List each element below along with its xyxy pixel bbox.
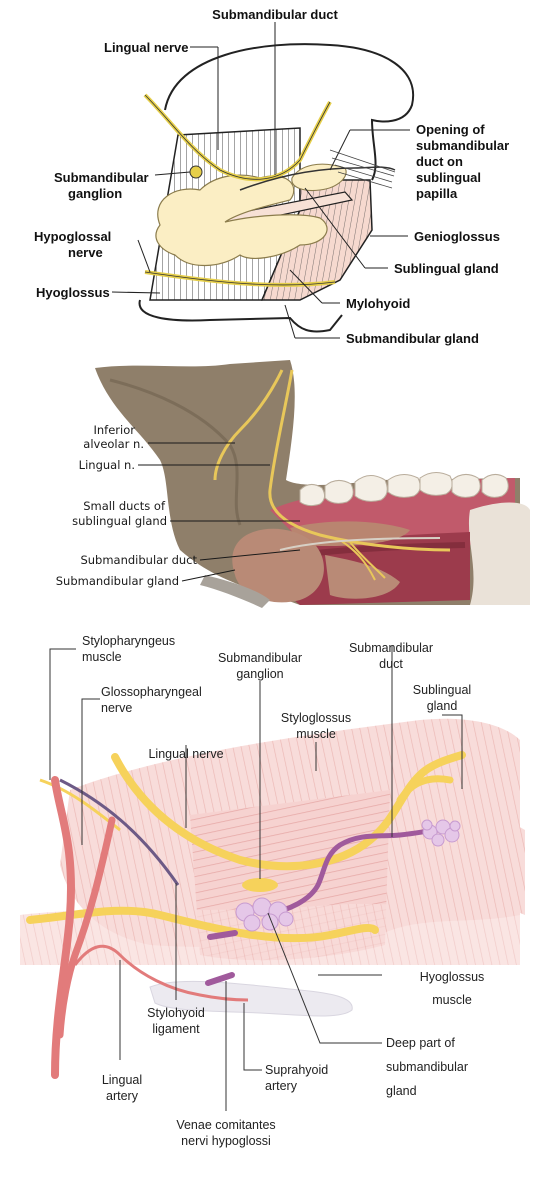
label-ganglion-line1: Submandibular	[54, 170, 149, 185]
label-venae-line1: Venae comitantes	[176, 1118, 275, 1132]
submandibular-duct-illustration	[264, 827, 441, 918]
lingual-nerve-specimen	[268, 369, 451, 552]
stylohyoid-ligament-line	[59, 778, 180, 886]
label-submandibular-duct: Submandibular duct	[212, 7, 338, 22]
label-lingual-artery-line2: artery	[106, 1089, 139, 1103]
label-sublingual-line2-illustration: gland	[427, 699, 458, 713]
leader-lines-panel1	[111, 22, 410, 339]
hyoid-bone	[149, 980, 353, 1017]
bone-section	[468, 502, 530, 605]
label-hyoglossus-line2: muscle	[432, 993, 472, 1007]
deep-submandibular-gland-illustration	[235, 897, 294, 932]
illustration-svg: Stylopharyngeus muscle Glossopharyngeal …	[20, 634, 525, 1148]
label-styloglossus-line1: Styloglossus	[281, 711, 351, 725]
venae-segment-2	[205, 972, 235, 986]
lingual-artery-branch	[73, 944, 249, 1002]
submandibular-duct-path	[239, 166, 396, 191]
label-small-ducts-line1: Small ducts of	[83, 499, 166, 513]
label-glossopharyngeal-line1: Glossopharyngeal	[101, 685, 202, 699]
label-duct-line1-illustration: Submandibular	[349, 641, 433, 655]
mandible-outline	[138, 299, 343, 333]
label-sublingual-line1-illustration: Sublingual	[413, 683, 471, 697]
label-hyoglossus-line1: Hyoglossus	[420, 970, 485, 984]
label-opening-line5: papilla	[416, 186, 458, 201]
genioglossus-fan	[420, 814, 525, 915]
label-genioglossus: Genioglossus	[414, 229, 500, 244]
leader-lines-panel3	[49, 646, 463, 1111]
label-deep-line2: submandibular	[386, 1060, 468, 1074]
papilla-fibres	[329, 149, 396, 189]
label-lingual-n: Lingual n.	[79, 458, 135, 472]
label-styloglossus-line2: muscle	[296, 727, 336, 741]
label-lingual-nerve: Lingual nerve	[104, 40, 189, 55]
label-opening-line1: Opening of	[416, 122, 485, 137]
label-hyoglossus: Hyoglossus	[36, 285, 110, 300]
label-venae-line2: nervi hypoglossi	[181, 1134, 271, 1148]
label-submandibular-gland-specimen: Submandibular gland	[56, 574, 179, 588]
label-lingual-artery-line1: Lingual	[102, 1073, 142, 1087]
label-stylohyoid-line1: Stylohyoid	[147, 1006, 205, 1020]
label-mylohyoid: Mylohyoid	[346, 296, 410, 311]
label-hypoglossal-line2: nerve	[68, 245, 103, 260]
lingual-nerve-illustration	[111, 751, 466, 871]
leader-lines-panel2	[138, 442, 301, 582]
label-opening-line4: sublingual	[416, 170, 481, 185]
submandibular-gland-specimen	[232, 528, 324, 603]
panel-specimen: Inferior alveolar n. Lingual n. Small du…	[0, 350, 540, 615]
label-ganglion-line2: ganglion	[68, 186, 122, 201]
panel-illustration: Stylopharyngeus muscle Glossopharyngeal …	[0, 615, 540, 1200]
teeth-row	[299, 472, 509, 507]
label-deep-line1: Deep part of	[386, 1036, 455, 1050]
hypoglossal-nerve-illustration	[26, 906, 379, 943]
label-deep-line3: gland	[386, 1084, 417, 1098]
label-lingual-nerve-illustration: Lingual nerve	[148, 747, 223, 761]
label-glossopharyngeal-line2: nerve	[101, 701, 132, 715]
label-opening-line3: duct on	[416, 154, 463, 169]
label-inferior-line1: Inferior	[94, 423, 136, 437]
venae-segment-1	[207, 930, 238, 940]
submandibular-ganglion-illustration	[242, 878, 278, 892]
label-stylohyoid-line2: ligament	[152, 1022, 200, 1036]
sublingual-gland-illustration	[421, 819, 461, 847]
label-small-ducts-line2: sublingual gland	[72, 514, 167, 528]
label-suprahyoid-line2: artery	[265, 1079, 298, 1093]
label-suprahyoid-line1: Suprahyoid	[265, 1063, 328, 1077]
label-ganglion-line2-illustration: ganglion	[236, 667, 283, 681]
submandibular-ganglion-dot	[189, 165, 203, 179]
label-stylopharyngeus-line2: muscle	[82, 650, 122, 664]
sublingual-gland-shape	[291, 163, 347, 192]
label-submandibular-duct-specimen: Submandibular duct	[80, 553, 197, 567]
label-hypoglossal-line1: Hypoglossal	[34, 229, 111, 244]
label-inferior-line2: alveolar n.	[83, 437, 144, 451]
lingual-artery-illustration	[56, 816, 116, 1039]
label-sublingual-gland: Sublingual gland	[394, 261, 499, 276]
label-submandibular-gland: Submandibular gland	[346, 331, 479, 346]
specimen-svg: Inferior alveolar n. Lingual n. Small du…	[0, 350, 540, 615]
label-stylopharyngeus-line1: Stylopharyngeus	[82, 634, 175, 648]
hyoid-bar	[200, 575, 270, 608]
line-drawing-svg: Submandibular duct Lingual nerve Opening…	[34, 7, 509, 346]
panel-line-drawing: Submandibular duct Lingual nerve Opening…	[0, 0, 540, 350]
submandibular-gland-shape	[155, 174, 328, 267]
tongue-outline	[164, 43, 415, 181]
label-opening-line2: submandibular	[416, 138, 509, 153]
submandibular-duct-specimen	[279, 537, 441, 551]
label-duct-line2-illustration: duct	[379, 657, 403, 671]
label-ganglion-line1-illustration: Submandibular	[218, 651, 302, 665]
